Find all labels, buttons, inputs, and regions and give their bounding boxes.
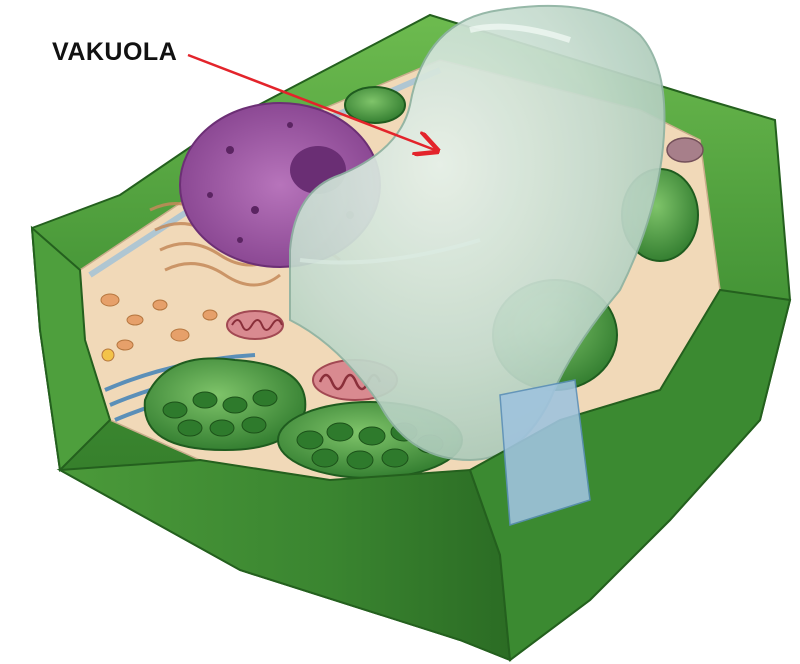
- mitochondrion-1: [226, 310, 284, 340]
- chloroplast-5: [344, 86, 406, 124]
- vacuole: [289, 4, 666, 462]
- cell-wall-front: [56, 458, 512, 662]
- membrane-cut-panel: [499, 379, 591, 526]
- vesicle-right: [666, 137, 704, 163]
- vacuole-label: VAKUOLA: [52, 38, 178, 66]
- cell-wall-right-face: [468, 288, 792, 662]
- pointer-arrow: [187, 53, 435, 150]
- chloroplast-1: [143, 357, 307, 452]
- vesicles: [100, 293, 218, 362]
